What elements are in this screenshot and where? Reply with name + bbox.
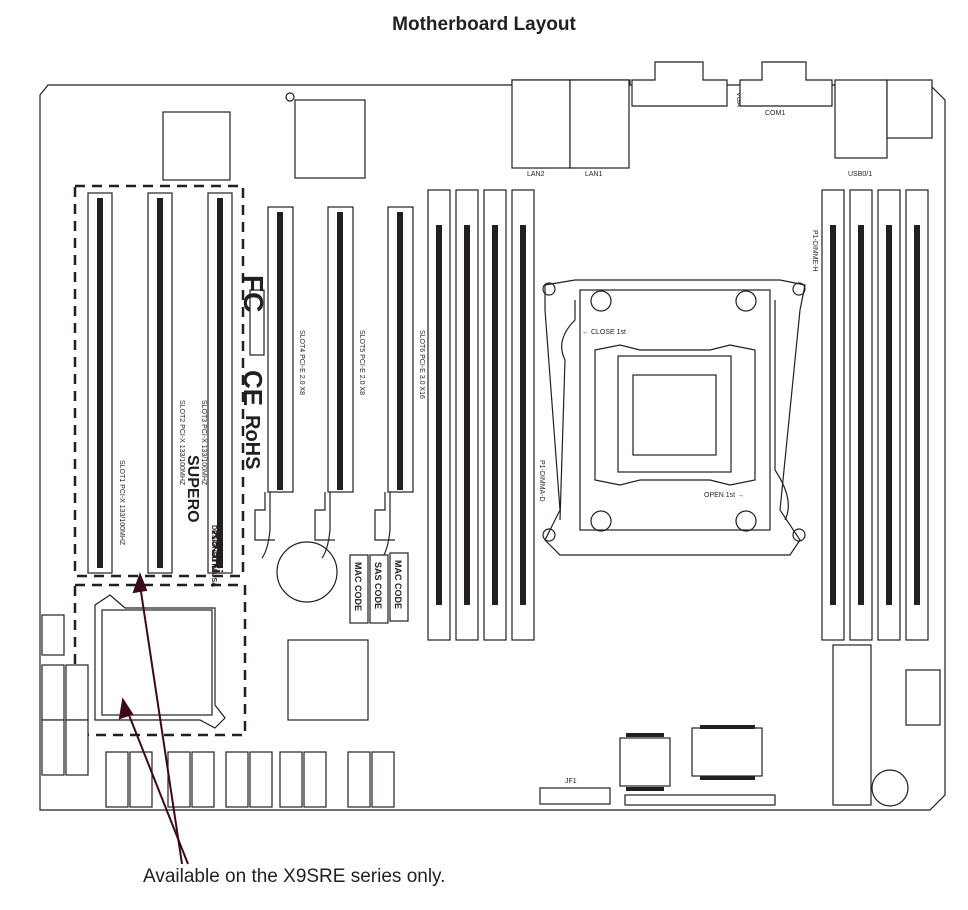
com1-label: COM1 xyxy=(765,110,785,117)
vga-label: VGA xyxy=(735,92,742,107)
jf1-header xyxy=(539,787,611,805)
dimm-b-label: P1-DIMME-H xyxy=(811,230,818,272)
designed-label: DESIGNED IN USA xyxy=(210,525,217,587)
close-first-label: ← CLOSE 1st xyxy=(582,329,626,336)
buzzer xyxy=(871,769,909,807)
x9sre-region-sas xyxy=(73,583,247,737)
vga-port xyxy=(631,61,728,107)
lan2-label: LAN2 xyxy=(527,171,545,178)
usb-port-b xyxy=(886,79,933,139)
page-title: Motherboard Layout xyxy=(392,14,576,35)
slot5-label: SLOT5 PCI-E 2.0 X8 xyxy=(358,330,365,395)
mac-code-1: MAC CODE xyxy=(353,562,363,611)
com1-port xyxy=(739,61,833,107)
cpu-socket xyxy=(542,279,806,556)
usb01-label: USB0/1 xyxy=(848,171,872,178)
io-chip-2 xyxy=(691,727,763,777)
lan1-label: LAN1 xyxy=(585,171,603,178)
rohs-logo: RoHS xyxy=(241,415,263,469)
ce-logo: CE xyxy=(238,370,268,406)
annotation-arrows xyxy=(118,572,189,865)
lan1-port xyxy=(569,79,630,169)
battery xyxy=(276,541,338,603)
jpw2-connector xyxy=(905,669,941,726)
chip-top-mid xyxy=(294,99,366,179)
sas-chip xyxy=(94,594,226,729)
lan2-port xyxy=(511,79,571,169)
io-chip-1 xyxy=(619,737,671,787)
slot3-label: SLOT3 PCI-X 133/100MHZ xyxy=(200,400,207,486)
sas-code: SAS CODE xyxy=(373,562,383,609)
slot6-label: SLOT6 PCI-E 3.0 X16 xyxy=(418,330,425,399)
slot1-label: SLOT1 PCI-X 133/100MHZ xyxy=(118,460,125,546)
open-first-label: OPEN 1st → xyxy=(704,492,744,499)
slot2-label: SLOT2 PCI-X 133/100MHZ xyxy=(178,400,185,486)
usb-port-a xyxy=(834,79,888,159)
code-labels: MAC CODE SAS CODE MAC CODE xyxy=(349,552,409,624)
mount-hole xyxy=(285,92,295,102)
chip-top-left xyxy=(162,111,231,181)
pcie-slots xyxy=(267,206,414,493)
jf1-label: JF1 xyxy=(565,778,577,785)
sata-ports xyxy=(41,614,395,808)
dimm-group-b xyxy=(821,189,929,641)
mac-code-2: MAC CODE xyxy=(393,560,403,609)
jpw1-connector xyxy=(832,644,872,806)
supero-logo: SUPERO xyxy=(184,455,201,523)
annotation-caption: Available on the X9SRE series only. xyxy=(143,866,446,887)
x9sre-region-slots xyxy=(73,184,245,578)
slot4-label: SLOT4 PCI-E 2.0 X8 xyxy=(298,330,305,395)
dimm-a-label: P1-DIMMA-D xyxy=(538,460,545,502)
dimm-group-a xyxy=(427,189,535,641)
board-model: X9SRi xyxy=(208,530,225,573)
pcix-slots xyxy=(87,192,233,574)
chip-bottom-mid xyxy=(287,639,369,721)
